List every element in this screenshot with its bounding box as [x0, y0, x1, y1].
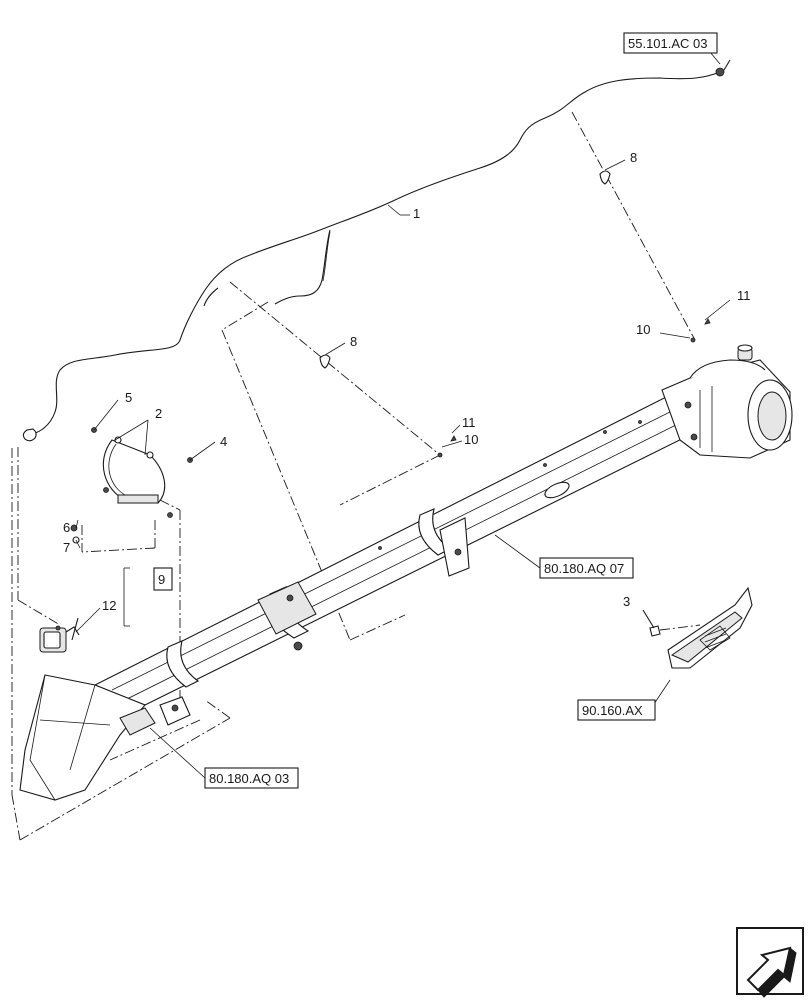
ref-label-tube-bottom[interactable]: 80.180.AQ 03 — [209, 771, 289, 786]
wire-harness — [31, 71, 721, 435]
light-bracket — [102, 436, 166, 504]
callout-4: 4 — [220, 434, 227, 449]
ref-label-tube-mid[interactable]: 80.180.AQ 07 — [544, 561, 624, 576]
unloading-auger-tube — [93, 384, 721, 706]
callout-9-box: 9 — [153, 567, 173, 591]
callout-2: 2 — [155, 406, 162, 421]
callout-10-upper: 10 — [636, 322, 650, 337]
harness-connector — [22, 59, 731, 442]
callout-leaders — [75, 51, 731, 779]
callout-5: 5 — [125, 390, 132, 405]
callout-3: 3 — [623, 594, 630, 609]
cable-ties — [437, 318, 711, 458]
callout-12: 12 — [102, 598, 116, 613]
callout-10-lower: 10 — [464, 432, 478, 447]
callout-numbers: 1 2 3 4 5 6 7 8 8 10 10 11 11 12 — [63, 150, 751, 613]
harness-clips — [319, 170, 611, 369]
ref-90-160-ax[interactable]: 90.160.AX — [577, 699, 656, 721]
callout-9: 9 — [158, 572, 165, 587]
ref-80-180-aq-03[interactable]: 80.180.AQ 03 — [204, 767, 299, 789]
callout-8-lower: 8 — [350, 334, 357, 349]
callout-11-upper: 11 — [737, 288, 751, 303]
light-panel — [642, 586, 753, 669]
callout-1: 1 — [413, 206, 420, 221]
ref-label-light-panel[interactable]: 90.160.AX — [582, 703, 643, 718]
next-page-arrow-icon[interactable] — [736, 927, 804, 998]
ref-80-180-aq-07[interactable]: 80.180.AQ 07 — [539, 557, 634, 579]
callout-11-lower: 11 — [462, 415, 476, 430]
auger-gearbox-head — [661, 344, 793, 459]
auger-spout — [19, 674, 191, 801]
callout-6: 6 — [63, 520, 70, 535]
callout-8-upper: 8 — [630, 150, 637, 165]
work-light — [39, 617, 80, 653]
callout-7: 7 — [63, 540, 70, 555]
ref-label-top-right[interactable]: 55.101.AC 03 — [628, 36, 708, 51]
ref-55-101-ac-03[interactable]: 55.101.AC 03 — [623, 32, 718, 54]
